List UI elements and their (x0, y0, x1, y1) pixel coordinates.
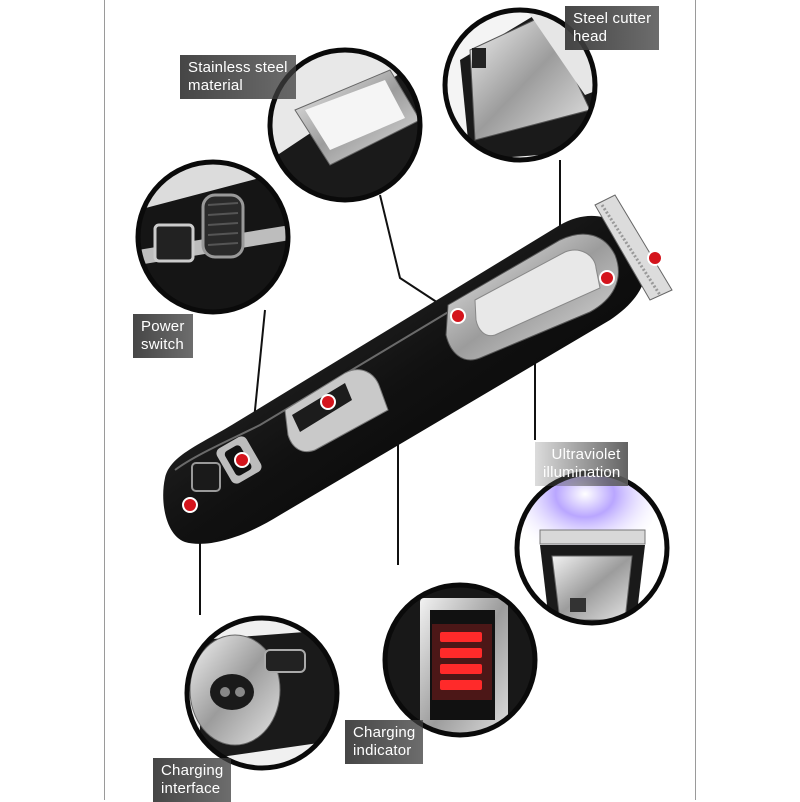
label-ultraviolet-illumination: Ultraviolet illumination (535, 442, 629, 486)
clipper-body (163, 194, 673, 544)
zoom-power-switch (135, 159, 291, 315)
marker-port (182, 497, 198, 513)
left-frame-line (104, 0, 105, 800)
label-power-switch: Power switch (133, 314, 193, 358)
marker-switch (234, 452, 250, 468)
label-charging-interface: Charging interface (153, 758, 232, 802)
label-stainless-steel-material: Stainless steel material (180, 55, 296, 99)
marker-stainless (450, 308, 466, 324)
label-charging-indicator: Charging indicator (345, 720, 424, 764)
zoom-charging-interface (184, 615, 340, 771)
zoom-stainless-steel (267, 47, 423, 203)
marker-indicator (320, 394, 336, 410)
right-frame-line (695, 0, 696, 800)
zoom-charging-indicator (382, 582, 538, 738)
marker-cutter-head (647, 250, 663, 266)
marker-cutter-head-2 (599, 270, 615, 286)
label-steel-cutter-head: Steel cutter head (565, 6, 660, 50)
markers (182, 250, 663, 513)
